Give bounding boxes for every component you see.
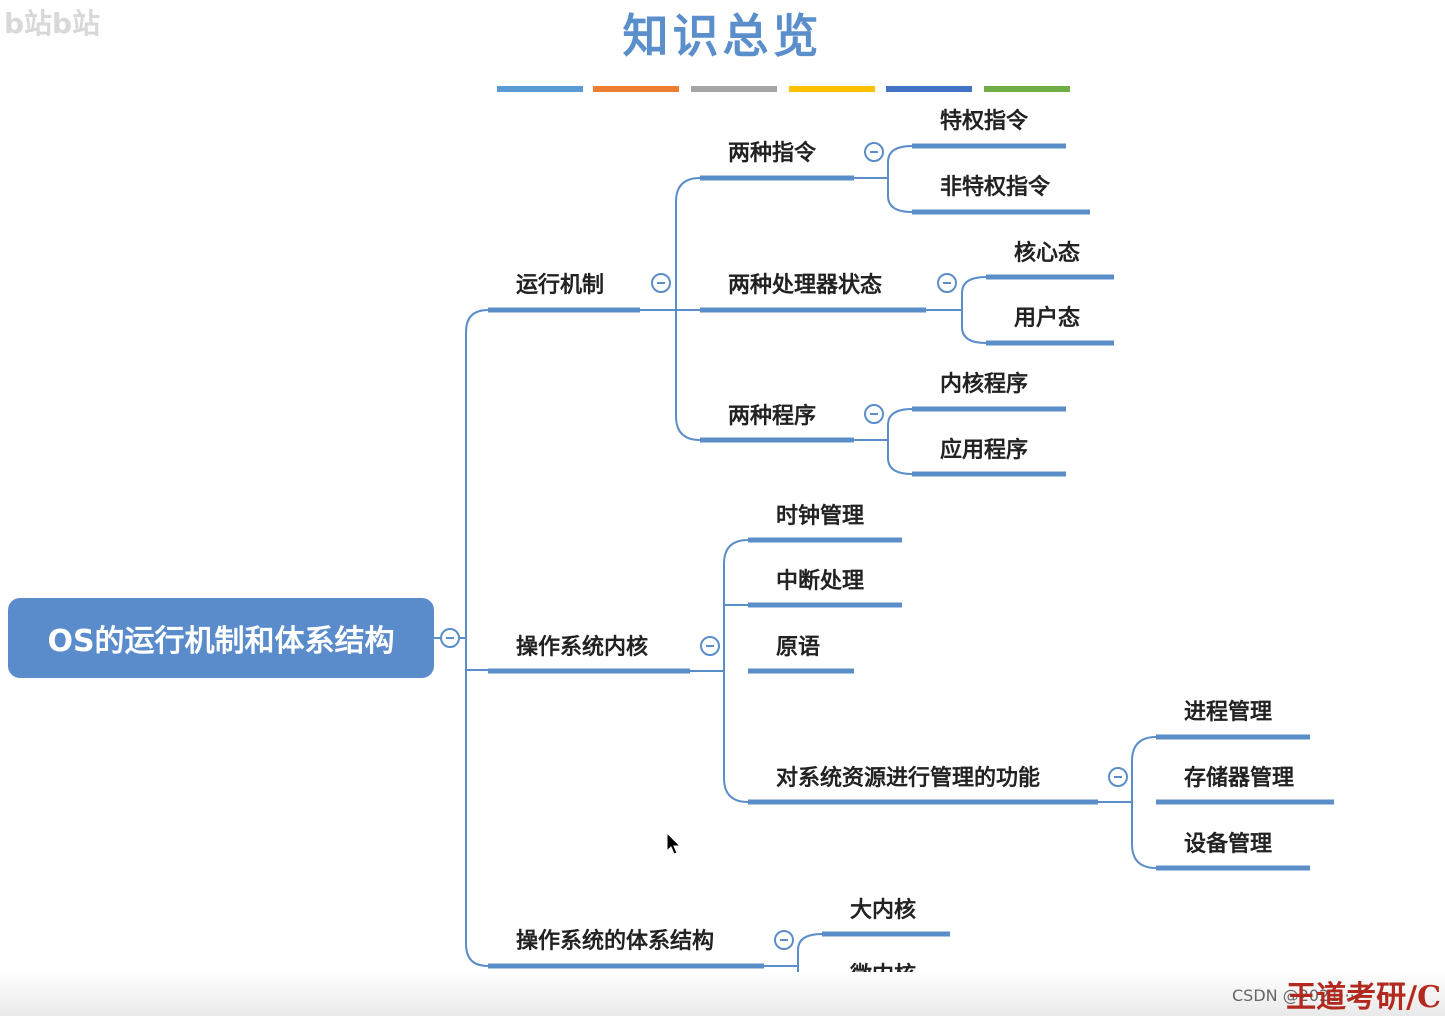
color-bar-2 [593, 86, 679, 92]
color-bar-5 [886, 86, 972, 92]
node-os-architecture[interactable]: 操作系统的体系结构 [516, 929, 715, 954]
node-primitive[interactable]: 原语 [776, 635, 821, 660]
csdn-watermark: CSDN @2021··· [1232, 986, 1355, 1005]
node-process-mgmt[interactable]: 进程管理 [1184, 700, 1273, 725]
collapse-instr-icon[interactable] [864, 142, 884, 162]
collapse-prog-icon[interactable] [864, 404, 884, 424]
node-kernel-mode[interactable]: 核心态 [1014, 241, 1081, 266]
node-os-kernel[interactable]: 操作系统内核 [516, 635, 649, 660]
node-clock-mgmt[interactable]: 时钟管理 [776, 504, 865, 529]
node-monolithic-kernel[interactable]: 大内核 [850, 898, 917, 923]
mouse-cursor-icon [666, 832, 682, 855]
node-two-instructions[interactable]: 两种指令 [728, 141, 817, 166]
node-two-programs[interactable]: 两种程序 [728, 404, 817, 429]
collapse-res-icon[interactable] [1108, 767, 1128, 787]
node-memory-mgmt[interactable]: 存储器管理 [1184, 766, 1295, 791]
collapse-state-icon[interactable] [937, 273, 957, 293]
node-interrupt-handling[interactable]: 中断处理 [776, 569, 865, 594]
brand-watermark: 王道考研/C [1286, 980, 1441, 1015]
bottom-strip [0, 972, 1445, 1016]
root-node[interactable]: OS的运行机制和体系结构 [8, 598, 434, 678]
node-resource-mgmt[interactable]: 对系统资源进行管理的功能 [776, 766, 1041, 791]
node-device-mgmt[interactable]: 设备管理 [1184, 832, 1273, 857]
node-user-mode[interactable]: 用户态 [1014, 306, 1081, 331]
color-bar-1 [497, 86, 583, 92]
node-nonprivileged-instr[interactable]: 非特权指令 [940, 175, 1051, 200]
collapse-arch-icon[interactable] [774, 930, 794, 950]
collapse-kernel-icon[interactable] [700, 636, 720, 656]
color-bar-3 [691, 86, 777, 92]
node-run-mechanism[interactable]: 运行机制 [516, 273, 605, 298]
collapse-root-icon[interactable] [440, 628, 460, 648]
node-two-cpu-states[interactable]: 两种处理器状态 [728, 273, 883, 298]
node-privileged-instr[interactable]: 特权指令 [940, 109, 1029, 134]
color-bar-6 [984, 86, 1070, 92]
color-bar-4 [789, 86, 875, 92]
top-left-watermark: b站b站 [4, 7, 101, 40]
node-kernel-program[interactable]: 内核程序 [940, 372, 1029, 397]
page-title: 知识总览 [622, 9, 823, 63]
node-app-program[interactable]: 应用程序 [940, 438, 1029, 463]
collapse-run-icon[interactable] [651, 273, 671, 293]
